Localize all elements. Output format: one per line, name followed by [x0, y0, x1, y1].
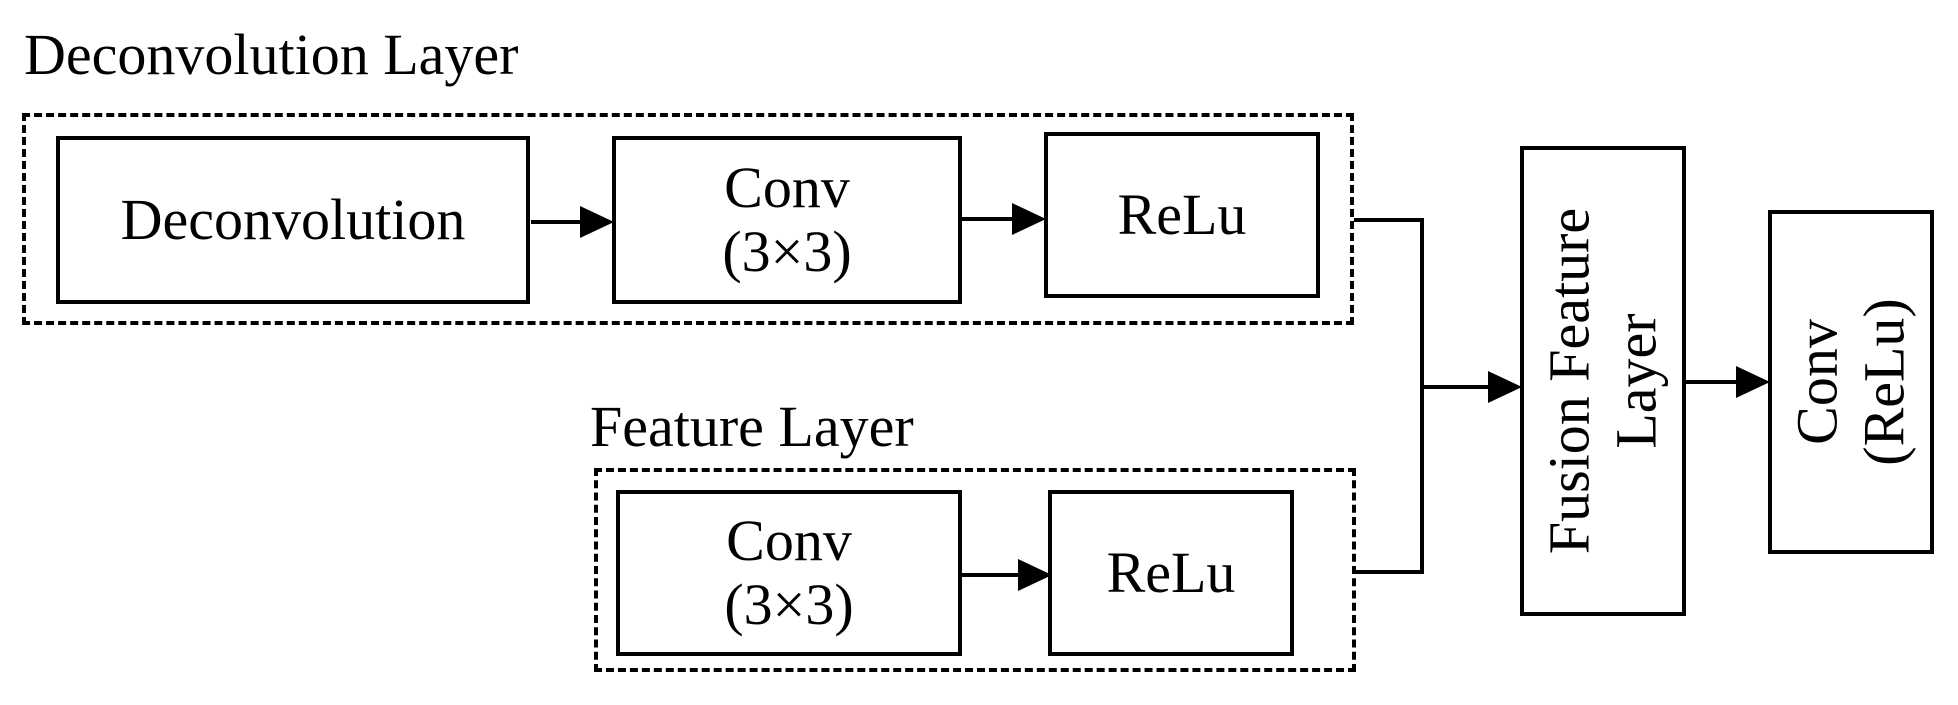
output-conv-line2: (ReLu): [1851, 298, 1916, 466]
deconvolution-layer-group: [22, 113, 1354, 325]
arrowhead-conv-relu-top: [1012, 203, 1046, 235]
deconvolution-block-label: Deconvolution: [120, 187, 466, 253]
deconvolution-block: Deconvolution: [56, 136, 530, 304]
feature-relu-block-label: ReLu: [1106, 540, 1236, 606]
deconv-conv-block: Conv (3×3): [612, 136, 962, 304]
deconv-conv-block-label: Conv: [724, 155, 850, 221]
deconv-relu-block-label: ReLu: [1117, 182, 1247, 248]
feature-conv-block-kernel: (3×3): [724, 572, 854, 637]
feature-relu-block: ReLu: [1048, 490, 1294, 656]
arrowhead-merge-fusion: [1488, 371, 1522, 403]
deconvolution-layer-title: Deconvolution Layer: [24, 22, 519, 87]
fusion-feature-layer-label: Fusion Feature Layer: [1536, 208, 1669, 554]
feature-layer-group: [594, 468, 1356, 672]
output-conv-line1: Conv: [1784, 319, 1850, 445]
fusion-feature-layer-block: Fusion Feature Layer: [1520, 146, 1686, 616]
fusion-feature-layer-line2: Layer: [1603, 313, 1668, 449]
feature-conv-block-label: Conv: [726, 508, 852, 574]
arrowhead-deconv-conv: [580, 206, 614, 238]
output-conv-block: Conv (ReLu): [1768, 210, 1934, 554]
feature-layer-title: Feature Layer: [590, 394, 914, 459]
output-conv-label: Conv (ReLu): [1784, 298, 1917, 466]
deconv-relu-block: ReLu: [1044, 132, 1320, 298]
arrowhead-conv-relu-bottom: [1018, 559, 1052, 591]
deconv-conv-block-kernel: (3×3): [722, 219, 852, 284]
fusion-feature-layer-line1: Fusion Feature: [1536, 207, 1602, 555]
merge-line-top: [1354, 218, 1424, 574]
feature-conv-block: Conv (3×3): [616, 490, 962, 656]
arrowhead-fusion-conv: [1736, 366, 1770, 398]
